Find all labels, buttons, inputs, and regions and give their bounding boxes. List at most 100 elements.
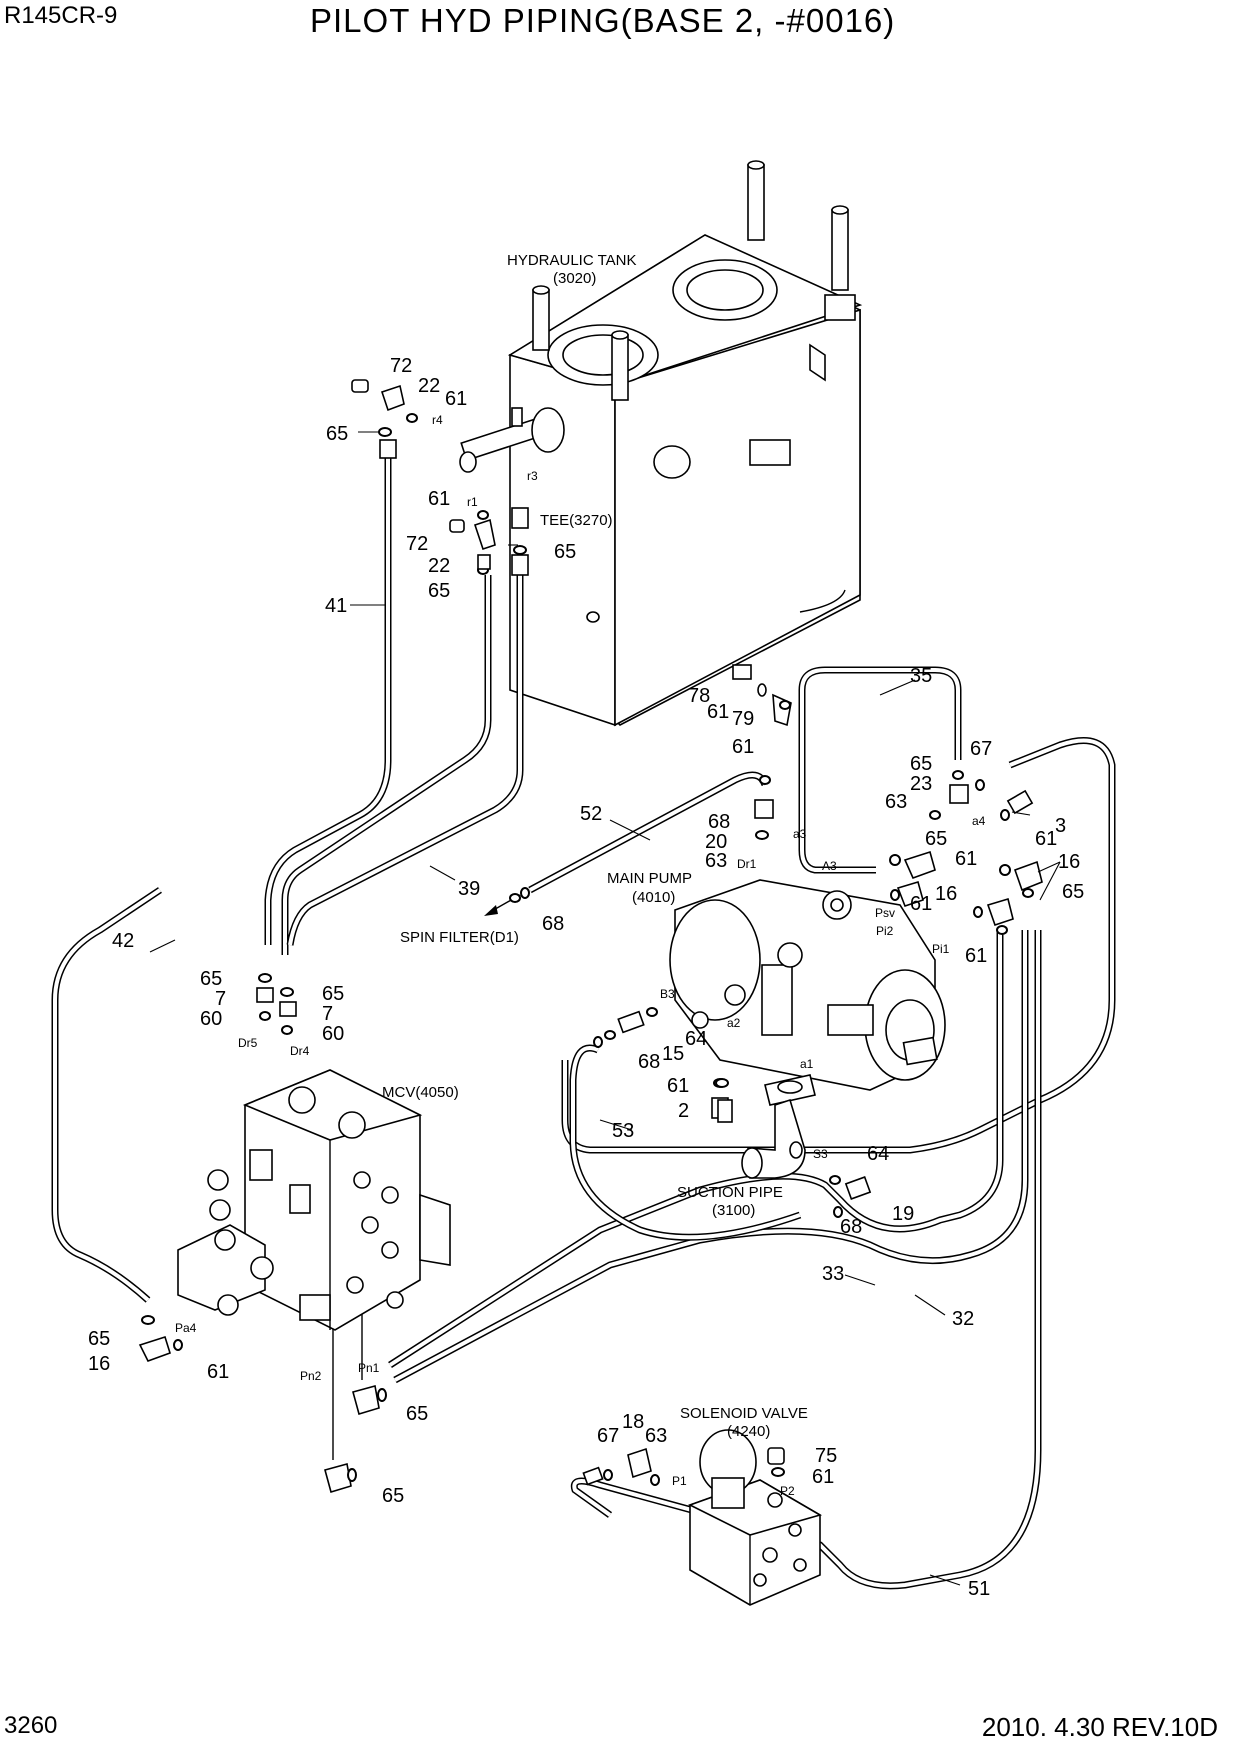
callout-61-top: 61 — [445, 388, 467, 410]
solenoid-code: (4240) — [727, 1423, 770, 1440]
callout-65-pa4: 65 — [88, 1328, 110, 1350]
pump-code: (4010) — [632, 889, 675, 906]
spin-filter-label: SPIN FILTER(D1) — [400, 929, 519, 946]
callout-35: 35 — [910, 665, 932, 687]
page-title: PILOT HYD PIPING(BASE 2, -#0016) — [310, 2, 896, 39]
callout-32: 32 — [952, 1308, 974, 1330]
port-a2: a2 — [727, 1016, 741, 1030]
callout-53: 53 — [612, 1120, 634, 1142]
port-r4: r4 — [432, 413, 443, 427]
callout-61-a4: 61 — [1035, 828, 1057, 850]
page-number: 3260 — [4, 1712, 58, 1739]
port-p1: P1 — [672, 1474, 687, 1488]
solenoid-valve — [687, 1429, 823, 1606]
model-number: R145CR-9 — [4, 2, 118, 29]
callout-65-dr4: 65 — [322, 983, 344, 1005]
suction-label: SUCTION PIPE — [677, 1184, 783, 1201]
revision-date: 2010. 4.30 REV.10D — [981, 1712, 1218, 1742]
tank-label: HYDRAULIC TANK — [507, 252, 636, 269]
port-b3: B3 — [660, 987, 675, 1001]
callout-63-a4: 63 — [885, 791, 907, 813]
tank-code: (3020) — [553, 270, 596, 287]
callout-61-79: 61 — [732, 736, 754, 758]
callout-65-pn2: 65 — [382, 1485, 404, 1507]
callout-63-dr1: 63 — [705, 850, 727, 872]
tee-label: TEE(3270) — [540, 512, 613, 529]
callout-16-right: 16 — [1058, 851, 1080, 873]
callout-numbers: 72 22 61 65 61 72 22 65 65 41 42 39 52 6… — [88, 355, 1084, 1600]
port-dr5: Dr5 — [238, 1036, 258, 1050]
callout-2: 2 — [678, 1100, 689, 1122]
callout-61-pa4: 61 — [207, 1361, 229, 1383]
callout-79: 79 — [732, 708, 754, 730]
port-r1: r1 — [467, 495, 478, 509]
callout-64-s3: 64 — [867, 1143, 889, 1165]
port-p2: P2 — [780, 1484, 795, 1498]
callout-64-b3: 64 — [685, 1028, 707, 1050]
callout-3: 3 — [1055, 815, 1066, 837]
callout-72-top: 72 — [390, 355, 412, 377]
callout-68-b3: 68 — [638, 1051, 660, 1073]
suction-code: (3100) — [712, 1202, 755, 1219]
callout-7-dr4: 7 — [322, 1003, 333, 1025]
callout-65-dr5: 65 — [200, 968, 222, 990]
callout-39: 39 — [458, 878, 480, 900]
callout-67-a4: 67 — [970, 738, 992, 760]
callout-61-pi1: 61 — [965, 945, 987, 967]
callout-41: 41 — [325, 595, 347, 617]
port-pa4: Pa4 — [175, 1321, 197, 1335]
callout-22-mid: 22 — [428, 555, 450, 577]
callout-19: 19 — [892, 1203, 914, 1225]
callout-61-tankbot: 61 — [707, 701, 729, 723]
callout-22-top: 22 — [418, 375, 440, 397]
callout-61-sol: 61 — [812, 1466, 834, 1488]
callout-63-sol: 63 — [645, 1425, 667, 1447]
callout-7-dr5: 7 — [215, 988, 226, 1010]
callout-15: 15 — [662, 1043, 684, 1065]
port-a1: a1 — [800, 1057, 814, 1071]
port-pi2: Pi2 — [876, 924, 894, 938]
mcv-label: MCV(4050) — [382, 1084, 459, 1101]
port-a4: a4 — [972, 814, 986, 828]
callout-72-mid: 72 — [406, 533, 428, 555]
callout-20: 20 — [705, 831, 727, 853]
port-s3: S3 — [813, 1147, 828, 1161]
callout-61-a1: 61 — [667, 1075, 689, 1097]
callout-67-sol: 67 — [597, 1425, 619, 1447]
port-pn1: Pn1 — [358, 1361, 380, 1375]
callout-60-dr5: 60 — [200, 1008, 222, 1030]
hydraulic-tank — [459, 160, 863, 727]
callout-65-pi1: 65 — [1062, 881, 1084, 903]
callout-68-s3: 68 — [840, 1216, 862, 1238]
callout-65-top: 65 — [326, 423, 348, 445]
fittings — [138, 379, 1043, 1494]
callout-51: 51 — [968, 1578, 990, 1600]
callout-23: 23 — [910, 773, 932, 795]
port-pi1: Pi1 — [932, 942, 950, 956]
callout-65-A3: 65 — [925, 828, 947, 850]
suction-pipe — [741, 1074, 816, 1179]
callout-61-r1: 61 — [428, 488, 450, 510]
port-psv: Psv — [875, 906, 895, 920]
port-dr1: Dr1 — [737, 857, 757, 871]
callout-75: 75 — [815, 1445, 837, 1467]
callout-42: 42 — [112, 930, 134, 952]
callout-65-mid: 65 — [428, 580, 450, 602]
port-r3: r3 — [527, 469, 538, 483]
callout-68-filter: 68 — [542, 913, 564, 935]
callout-33: 33 — [822, 1263, 844, 1285]
mcv-valve — [177, 1069, 451, 1331]
port-a3: a3 — [793, 827, 807, 841]
callout-65-pn1: 65 — [406, 1403, 428, 1425]
leader-lines — [149, 431, 1061, 1586]
callout-52: 52 — [580, 803, 602, 825]
callout-16-psv: 16 — [935, 883, 957, 905]
port-labels: r4 r1 r3 Dr5 Dr4 Dr1 a3 A3 a4 Psv Pi2 Pi… — [175, 413, 986, 1498]
callout-68-dr1: 68 — [708, 811, 730, 833]
callout-61-psv: 61 — [955, 848, 977, 870]
port-dr4: Dr4 — [290, 1044, 310, 1058]
solenoid-label: SOLENOID VALVE — [680, 1405, 808, 1422]
port-A3: A3 — [822, 859, 837, 873]
callout-18: 18 — [622, 1411, 644, 1433]
port-pn2: Pn2 — [300, 1369, 322, 1383]
